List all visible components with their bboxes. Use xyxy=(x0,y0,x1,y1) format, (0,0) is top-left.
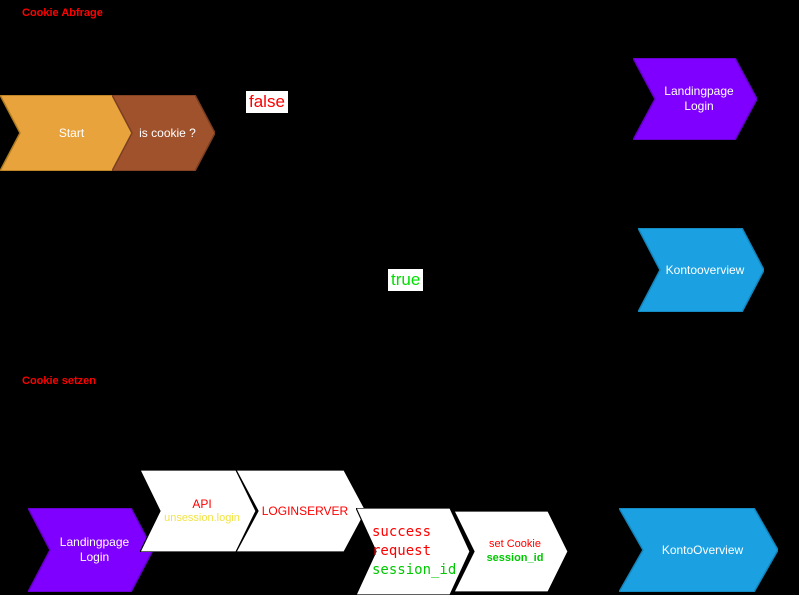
kontooverview-right-node[interactable]: Kontooverview xyxy=(638,228,764,312)
landingpage-login-top-node[interactable]: Landingpage Login xyxy=(633,58,757,140)
set-cookie-step-node[interactable]: set Cookie session_id xyxy=(454,511,568,592)
success-request-step-node[interactable]: success request session_id xyxy=(356,508,470,595)
section-title-cookie-abfrage: Cookie Abfrage xyxy=(22,7,103,19)
kontooverview-bottom-node[interactable]: KontoOverview xyxy=(619,508,778,592)
loginserver-step-node[interactable]: LOGINSERVER xyxy=(236,470,366,552)
section-title-cookie-setzen: Cookie setzen xyxy=(22,375,96,387)
edge-label-false: false xyxy=(246,91,288,113)
is-cookie-step-node[interactable]: is cookie ? xyxy=(112,95,215,171)
landingpage-login-bottom-node[interactable]: Landingpage Login xyxy=(28,508,153,592)
edge-label-true: true xyxy=(388,269,424,291)
